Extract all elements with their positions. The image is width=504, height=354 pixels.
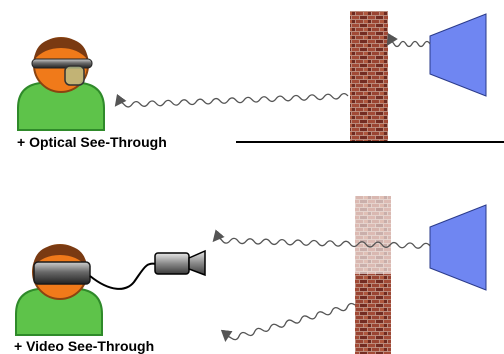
video-panel: + Video See-Through [14,196,486,354]
person-icon [18,38,104,130]
light-ray-wall-to-camera [225,303,356,343]
projector-icon [430,14,486,96]
brick-wall-faded [355,196,391,274]
brick-wall-icon [355,274,391,354]
projector-icon [430,205,486,290]
optical-panel: + Optical See-Through [17,11,504,150]
light-ray-wall-to-eye [116,94,348,108]
brick-wall-icon [350,11,388,141]
video-caption: + Video See-Through [14,338,154,354]
light-ray-display-to-wall [388,42,430,47]
camera-cable [90,264,156,289]
person-icon [16,245,102,335]
hmd-icon [34,262,90,284]
optical-caption: + Optical See-Through [17,134,167,150]
camera-icon [155,251,205,275]
light-ray-display-to-camera [214,238,430,249]
